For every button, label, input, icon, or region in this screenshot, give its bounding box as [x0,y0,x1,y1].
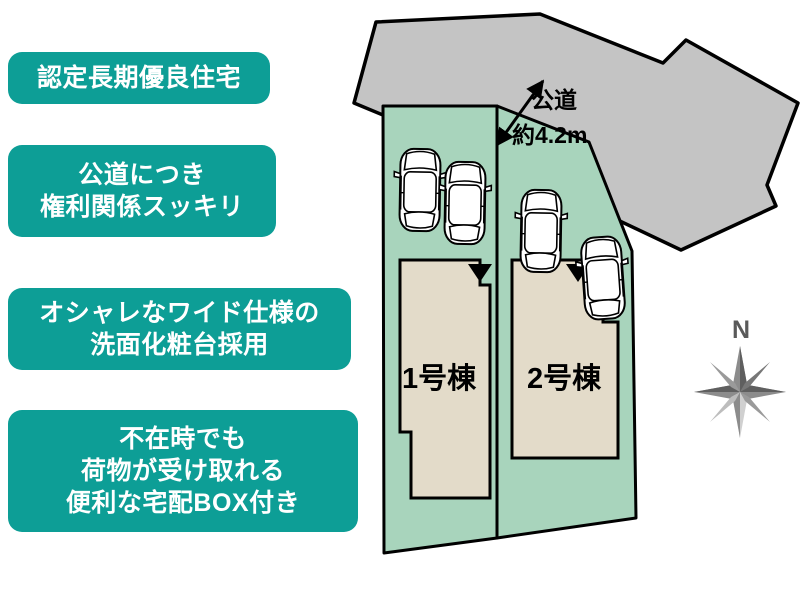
feature-badge-list: 認定長期優良住宅 公道につき 権利関係スッキリ オシャレなワイド仕様の 洗面化粧… [0,0,360,600]
entrance-marker-icon [468,264,492,282]
building-label-1: 1号棟 [402,362,477,395]
compass-north-label: N [732,316,750,344]
feature-badge-label: 公道につき 権利関係スッキリ [39,161,244,221]
feature-badge-label: 認定長期優良住宅 [36,64,241,92]
site-plan-svg: 公道 約4.2m 1号棟 2号棟 N [352,12,800,555]
compass-rose-icon [694,346,786,438]
feature-badge-delivery-box: 不在時でも 荷物が受け取れる 便利な宅配BOX付き [8,410,358,532]
car-icon [437,160,493,246]
feature-badge-label: 不在時でも 荷物が受け取れる 便利な宅配BOX付き [65,425,301,517]
feature-badge-public-road-clear-rights: 公道につき 権利関係スッキリ [8,145,276,237]
building-label-2: 2号棟 [527,362,602,395]
car-icon [513,188,569,274]
road-label-line2: 約4.2m [512,122,587,148]
road-label-line1: 公道 [531,87,577,113]
road-width-dimension-arrow [495,79,545,147]
feature-badge-stylish-wide-vanity: オシャレなワイド仕様の 洗面化粧台採用 [8,288,351,370]
site-plan-map: 公道 約4.2m 1号棟 2号棟 N [340,0,800,600]
feature-badge-certified-long-life-housing: 認定長期優良住宅 [8,52,270,104]
feature-badge-label: オシャレなワイド仕様の 洗面化粧台採用 [39,299,320,359]
